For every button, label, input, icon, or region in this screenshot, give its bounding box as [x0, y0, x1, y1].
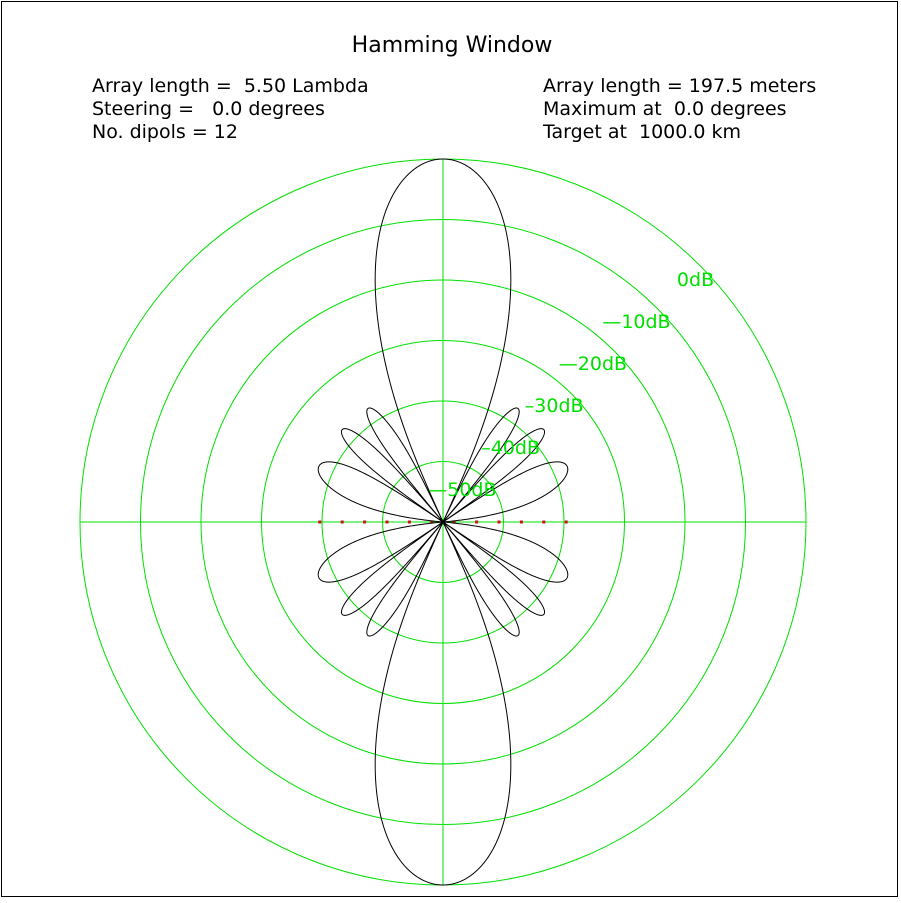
- info-target-at: Target at 1000.0 km: [542, 121, 741, 143]
- ring-label-4: –40dB: [481, 437, 540, 459]
- ring-label-0: 0dB: [677, 269, 714, 291]
- info-maximum-at: Maximum at 0.0 degrees: [543, 98, 787, 120]
- info-array-length-meters: Array length = 197.5 meters: [543, 75, 816, 97]
- info-num-dipoles: No. dipols = 12: [92, 121, 238, 143]
- ring-label-3: –30dB: [525, 395, 584, 417]
- info-steering: Steering = 0.0 degrees: [92, 98, 325, 120]
- radiation-pattern-curve: [317, 158, 569, 886]
- ring-labels: 0dB —10dB —20dB –30dB –40dB —50dB: [428, 269, 714, 501]
- chart-title: Hamming Window: [352, 33, 553, 58]
- ring-label-1: —10dB: [602, 311, 670, 333]
- info-array-length-lambda: Array length = 5.50 Lambda: [92, 75, 369, 97]
- ring-label-2: —20dB: [559, 353, 627, 375]
- ring-label-5: —50dB: [428, 479, 496, 501]
